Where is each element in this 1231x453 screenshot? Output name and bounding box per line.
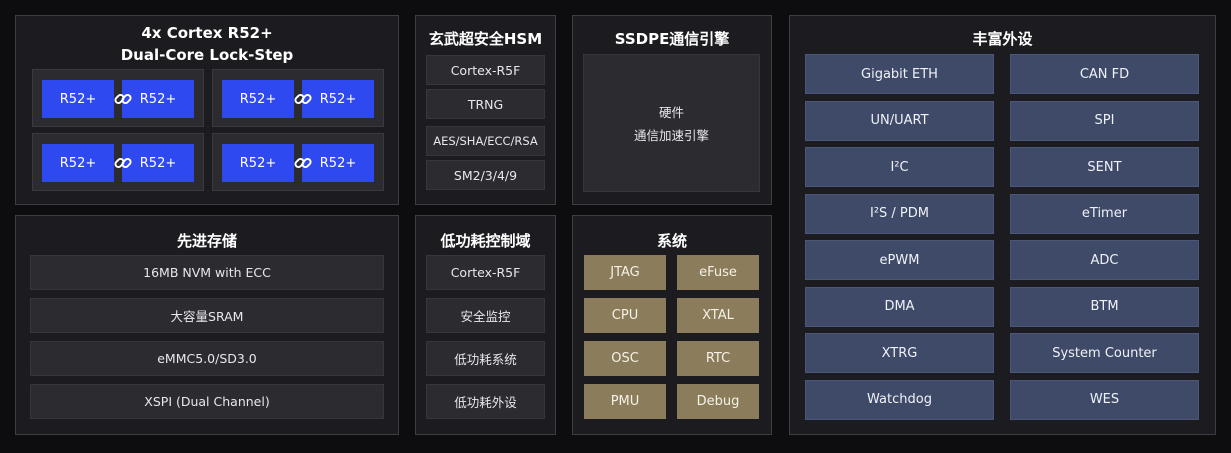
core-pair-3: R52+R52+	[32, 133, 204, 191]
peripheral-item: eTimer	[1010, 193, 1199, 234]
peripheral-item: XTRG	[805, 333, 994, 373]
r52-core: R52+	[222, 80, 294, 118]
ssdpe-line1: 硬件	[658, 105, 684, 120]
peripheral-item: UN/UART	[805, 100, 994, 141]
ssdpe-line2: 通信加速引擎	[633, 128, 709, 143]
r52-core: R52+	[42, 80, 114, 118]
hsm-item: SM2/3/4/9	[426, 160, 545, 190]
peripheral-item: System Counter	[1010, 333, 1199, 373]
peripherals-title: 丰富外设	[972, 30, 1033, 48]
ssdpe-title: SSDPE通信引擎	[614, 30, 730, 48]
r52-core: R52+	[302, 80, 374, 118]
lowpower-item: 安全监控	[426, 298, 545, 333]
r52-core: R52+	[42, 144, 114, 182]
lowpower-item: 低功耗外设	[426, 384, 545, 419]
lowpower-title: 低功耗控制域	[440, 232, 531, 250]
lowpower-item: Cortex-R5F	[426, 255, 545, 290]
storage-item: XSPI (Dual Channel)	[30, 384, 384, 419]
peripheral-item: BTM	[1010, 286, 1199, 327]
peripheral-item: SENT	[1010, 147, 1199, 187]
hsm-item: TRNG	[426, 89, 545, 119]
r52-core: R52+	[122, 144, 194, 182]
system-item-pmu: PMU	[584, 384, 666, 419]
lockstep-link-icon	[293, 89, 313, 109]
system-item-efuse: eFuse	[677, 255, 759, 290]
system-item-cpu: CPU	[584, 298, 666, 333]
system-item-jtag: JTAG	[584, 255, 666, 290]
peripheral-item: CAN FD	[1010, 54, 1199, 94]
hsm-panel: 玄武超安全HSM Cortex-R5F TRNG AES/SHA/ECC/RSA…	[415, 15, 556, 205]
peripheral-item: Watchdog	[805, 379, 994, 420]
storage-panel: 先进存储 16MB NVM with ECC 大容量SRAM eMMC5.0/S…	[15, 215, 399, 435]
cpu-title-line1: 4x Cortex R52+	[141, 24, 273, 42]
lockstep-link-icon	[293, 153, 313, 173]
hsm-item: AES/SHA/ECC/RSA	[426, 126, 545, 156]
peripherals-panel: 丰富外设 Gigabit ETH CAN FD UN/UART SPI I²C SENT I…	[789, 15, 1216, 435]
lockstep-link-icon	[113, 153, 133, 173]
cpu-title-line2: Dual-Core Lock-Step	[120, 46, 294, 64]
system-item-xtal: XTAL	[677, 298, 759, 333]
peripheral-item: ADC	[1010, 240, 1199, 280]
core-pair-1: R52+R52+	[32, 69, 204, 127]
peripheral-item: I²C	[805, 147, 994, 187]
hsm-title: 玄武超安全HSM	[428, 30, 543, 48]
peripheral-item: I²S / PDM	[805, 193, 994, 234]
lowpower-panel: 低功耗控制域 Cortex-R5F 安全监控 低功耗系统 低功耗外设	[415, 215, 556, 435]
peripheral-item: WES	[1010, 379, 1199, 420]
core-pair-2: R52+R52+	[212, 69, 384, 127]
ssdpe-engine-box: 硬件 通信加速引擎	[583, 54, 760, 192]
system-item-debug: Debug	[677, 384, 759, 419]
system-item-osc: OSC	[584, 341, 666, 376]
storage-item: 大容量SRAM	[30, 298, 384, 333]
lowpower-item: 低功耗系统	[426, 341, 545, 376]
r52-core: R52+	[222, 144, 294, 182]
ssdpe-panel: SSDPE通信引擎 硬件 通信加速引擎	[572, 15, 772, 205]
r52-core: R52+	[122, 80, 194, 118]
system-title: 系统	[656, 232, 687, 250]
peripheral-item: DMA	[805, 286, 994, 327]
lockstep-link-icon	[113, 89, 133, 109]
storage-item: eMMC5.0/SD3.0	[30, 341, 384, 376]
peripheral-item: SPI	[1010, 100, 1199, 141]
storage-title: 先进存储	[176, 232, 237, 250]
storage-item: 16MB NVM with ECC	[30, 255, 384, 290]
system-item-rtc: RTC	[677, 341, 759, 376]
hsm-item: Cortex-R5F	[426, 55, 545, 85]
system-panel: 系统 JTAG eFuse CPU XTAL OSC RTC PMU Debug	[572, 215, 772, 435]
peripheral-item: Gigabit ETH	[805, 54, 994, 94]
core-pair-4: R52+R52+	[212, 133, 384, 191]
r52-core: R52+	[302, 144, 374, 182]
cpu-panel: 4x Cortex R52+ Dual-Core Lock-Step R52+R…	[15, 15, 399, 205]
peripheral-item: ePWM	[805, 240, 994, 280]
